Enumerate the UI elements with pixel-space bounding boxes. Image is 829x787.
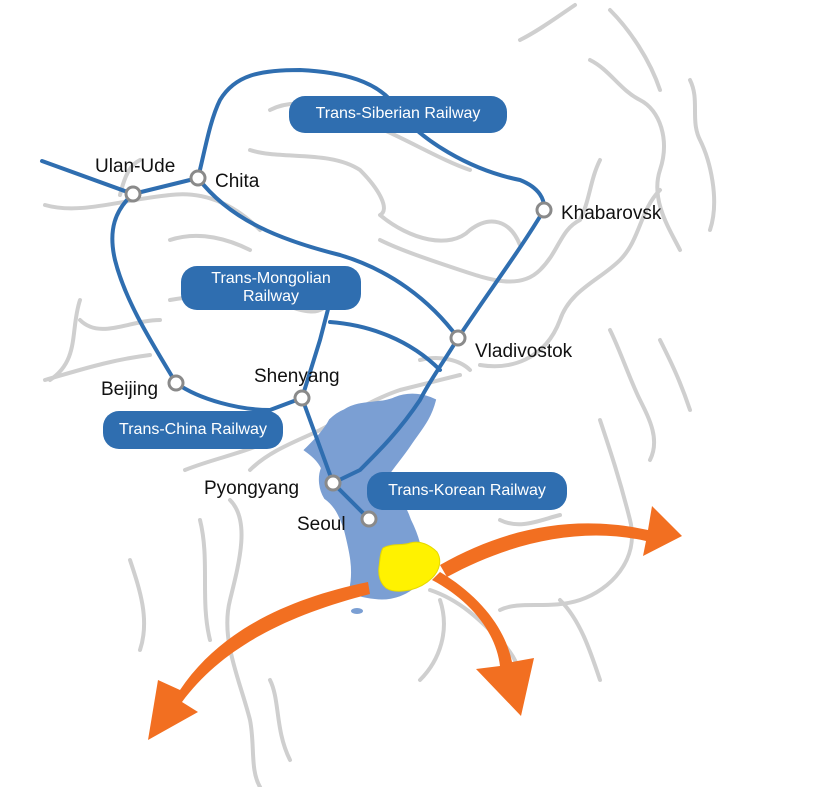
station-markers xyxy=(124,169,553,528)
badge-trans-korean: Trans-Korean Railway xyxy=(367,472,567,510)
chita-vladivostok-line xyxy=(196,176,460,340)
label-vladivostok: Vladivostok xyxy=(475,341,573,362)
jeju-island xyxy=(351,608,363,614)
label-shenyang: Shenyang xyxy=(254,366,340,387)
label-seoul: Seoul xyxy=(297,514,346,535)
station-beijing[interactable] xyxy=(167,374,185,392)
label-beijing: Beijing xyxy=(101,379,159,400)
station-ulan-ude[interactable] xyxy=(124,185,142,203)
arrow-southwest xyxy=(148,582,370,740)
orange-arrows xyxy=(148,506,682,740)
label-ulan-ude: Ulan-Ude xyxy=(95,156,176,177)
highlight-region xyxy=(378,541,441,592)
badge-trans-china: Trans-China Railway xyxy=(103,411,283,449)
shenyang-vladivostok-line xyxy=(328,320,442,372)
label-chita: Chita xyxy=(215,171,260,192)
rail-lines xyxy=(40,68,547,521)
trans-siberian-line xyxy=(40,68,547,485)
label-pyongyang: Pyongyang xyxy=(204,478,300,499)
label-khabarovsk: Khabarovsk xyxy=(561,203,662,224)
station-khabarovsk[interactable] xyxy=(535,201,553,219)
station-pyongyang[interactable] xyxy=(324,474,342,492)
station-chita[interactable] xyxy=(189,169,207,187)
station-seoul[interactable] xyxy=(360,510,378,528)
station-vladivostok[interactable] xyxy=(449,329,467,347)
trans-china-line xyxy=(110,192,304,412)
arrow-southeast xyxy=(432,572,534,716)
station-shenyang[interactable] xyxy=(293,389,311,407)
badge-trans-mongolian: Trans-Mongolian Railway xyxy=(181,266,361,310)
arrow-east xyxy=(440,506,682,577)
badge-trans-siberian: Trans-Siberian Railway xyxy=(289,96,507,133)
